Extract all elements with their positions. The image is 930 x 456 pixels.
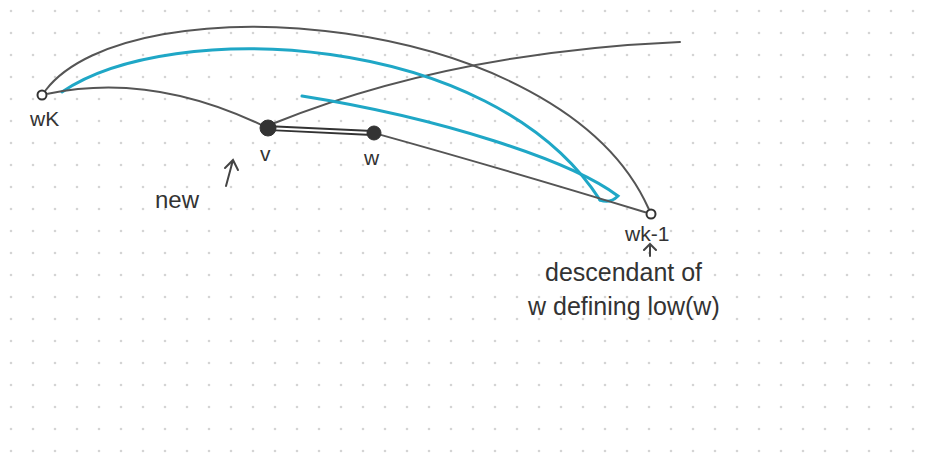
path-highlight <box>62 49 600 200</box>
annotation: w defining low(w) <box>528 292 720 321</box>
leader-arrow <box>225 160 238 186</box>
vertex-marker <box>367 126 381 140</box>
leader-arrow <box>644 244 656 256</box>
vertex-marker <box>260 120 276 136</box>
vertex-marker <box>645 208 657 220</box>
path-highlight <box>302 96 618 201</box>
graph-vertex: wk-1 <box>645 208 657 220</box>
annotation: descendant of <box>545 258 702 287</box>
graph-vertex: w <box>367 126 381 140</box>
graph-vertex: wK <box>36 89 48 101</box>
graph-edge <box>48 87 261 124</box>
vertex-label: v <box>260 142 271 166</box>
vertex-label: wK <box>30 107 59 131</box>
vertex-marker <box>36 89 48 101</box>
vertex-label: w <box>364 146 379 170</box>
vertex-label: wk-1 <box>625 222 669 246</box>
double-line-gap <box>276 128 367 132</box>
annotation: new <box>155 186 199 214</box>
graph-vertex: v <box>260 120 276 136</box>
graph-edge <box>276 128 367 132</box>
graph-edge <box>46 27 649 209</box>
